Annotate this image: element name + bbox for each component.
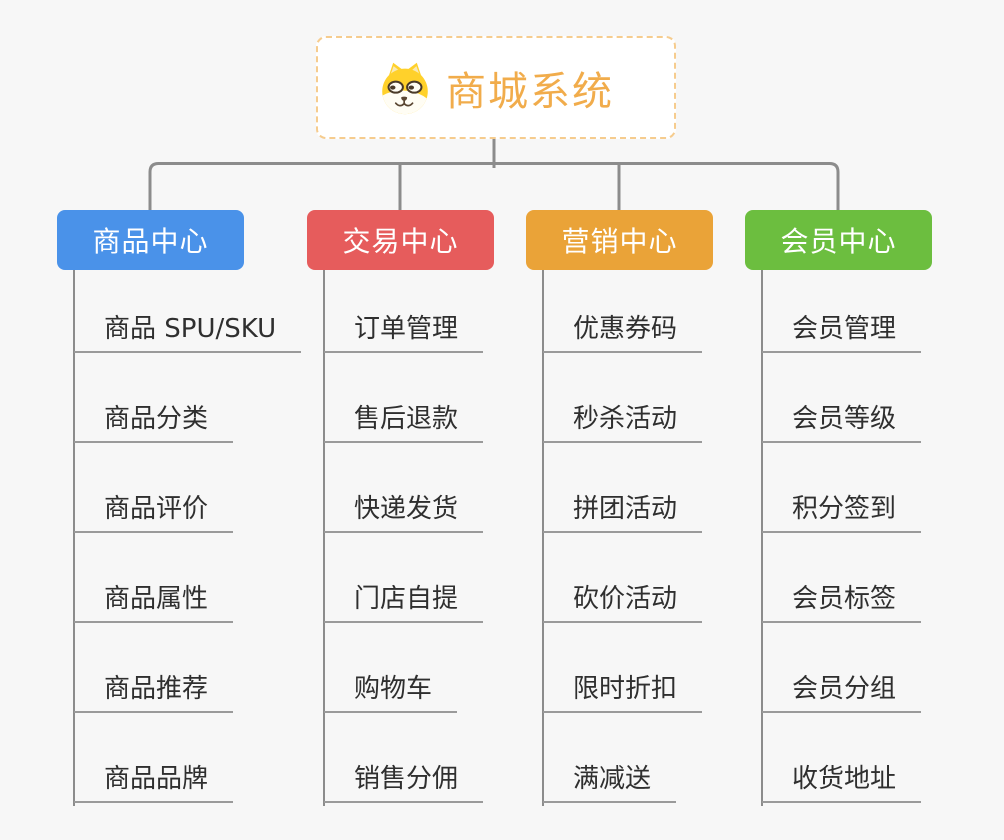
branch-node-member-center[interactable]: 会员中心 <box>745 210 932 270</box>
branch-trunk-line <box>73 270 75 806</box>
leaf-node[interactable]: 限时折扣 <box>543 673 703 713</box>
branch-node-marketing-center[interactable]: 营销中心 <box>526 210 713 270</box>
leaf-node[interactable]: 会员标签 <box>762 583 922 623</box>
branch-node-product-center[interactable]: 商品中心 <box>57 210 244 270</box>
leaf-node[interactable]: 购物车 <box>324 673 458 713</box>
shiba-dog-icon <box>382 62 428 114</box>
leaf-node[interactable]: 会员分组 <box>762 673 922 713</box>
leaf-node[interactable]: 商品属性 <box>74 583 234 623</box>
leaf-node[interactable]: 商品分类 <box>74 403 234 443</box>
leaf-node[interactable]: 售后退款 <box>324 403 484 443</box>
branch-rail-line <box>148 162 840 210</box>
branch-node-trade-center[interactable]: 交易中心 <box>307 210 494 270</box>
leaf-node[interactable]: 会员等级 <box>762 403 922 443</box>
leaf-node[interactable]: 优惠券码 <box>543 313 703 353</box>
leaf-node[interactable]: 商品评价 <box>74 493 234 533</box>
leaf-node[interactable]: 商品推荐 <box>74 673 234 713</box>
root-title: 商城系统 <box>446 68 614 115</box>
root-node[interactable]: 商城系统 <box>316 36 676 139</box>
leaf-node[interactable]: 积分签到 <box>762 493 922 533</box>
leaf-node[interactable]: 秒杀活动 <box>543 403 703 443</box>
branch-trunk-line <box>323 270 325 806</box>
leaf-node[interactable]: 拼团活动 <box>543 493 703 533</box>
leaf-node[interactable]: 会员管理 <box>762 313 922 353</box>
leaf-node[interactable]: 商品 SPU/SKU <box>74 313 302 353</box>
leaf-node[interactable]: 门店自提 <box>324 583 484 623</box>
leaf-node[interactable]: 收货地址 <box>762 763 922 803</box>
branch-trunk-line <box>761 270 763 806</box>
leaf-node[interactable]: 商品品牌 <box>74 763 234 803</box>
leaf-node[interactable]: 销售分佣 <box>324 763 484 803</box>
leaf-node[interactable]: 满减送 <box>543 763 677 803</box>
leaf-node[interactable]: 砍价活动 <box>543 583 703 623</box>
leaf-node[interactable]: 快递发货 <box>324 493 484 533</box>
leaf-node[interactable]: 订单管理 <box>324 313 484 353</box>
branch-trunk-line <box>542 270 544 806</box>
